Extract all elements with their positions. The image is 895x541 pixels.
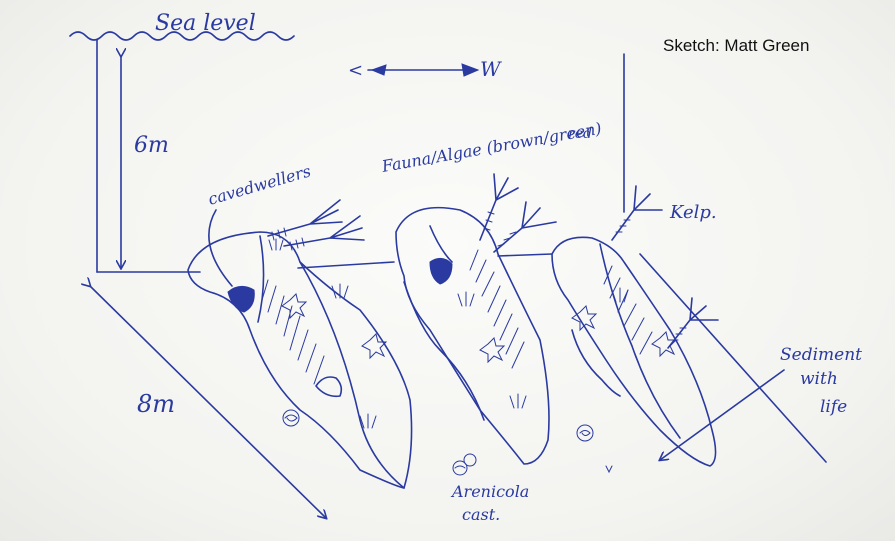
direction-arrow-left-head bbox=[372, 65, 386, 75]
arenicola-label-line1: Arenicola bbox=[450, 482, 529, 501]
ledge-connector-1 bbox=[298, 262, 394, 268]
length-arrow bbox=[90, 286, 326, 518]
ledge-1-cave bbox=[228, 286, 254, 312]
reef-ledge-1 bbox=[188, 232, 412, 488]
ledge-1-inner-line bbox=[258, 236, 264, 322]
ledge-connector-2 bbox=[498, 254, 552, 256]
ledge-3-dark-edge bbox=[572, 330, 620, 396]
kelp-fronds bbox=[268, 174, 718, 348]
fauna-algae-red-label: red bbox=[568, 126, 592, 142]
sea-level-label: Sea level bbox=[155, 11, 256, 36]
sediment-pointer bbox=[660, 370, 784, 460]
ledge-1-hatching bbox=[262, 280, 324, 384]
sketch-credit: Sketch: Matt Green bbox=[663, 36, 809, 56]
length-label: 8m bbox=[137, 390, 175, 418]
kelp-label: Kelp. bbox=[669, 202, 717, 223]
sediment-label-line1: Sediment bbox=[780, 345, 862, 365]
arenicola-label-line2: cast. bbox=[462, 505, 500, 524]
ledge-2-inner-line bbox=[430, 226, 452, 262]
sediment-label-line3: life bbox=[820, 397, 847, 417]
depth-label: 6m bbox=[134, 133, 169, 158]
seabed-mark bbox=[606, 466, 612, 472]
ledge-2-cave bbox=[430, 258, 452, 284]
direction-e-mark: < bbox=[348, 60, 363, 81]
seabed-rock bbox=[316, 377, 341, 396]
ledge-1-face-line bbox=[300, 262, 404, 488]
ledge-3-hatching bbox=[604, 266, 652, 354]
cave-dwellers-label: cavedwellers bbox=[206, 161, 313, 208]
ledge-2-hatching bbox=[470, 250, 524, 368]
sediment-label-line2: with bbox=[800, 369, 838, 389]
direction-arrow-right-head bbox=[462, 64, 478, 76]
cave-dwellers-pointer bbox=[209, 210, 232, 286]
direction-w-label: W bbox=[480, 57, 502, 81]
reef-ledge-2 bbox=[396, 208, 549, 464]
ledge-3-face-line bbox=[600, 244, 680, 438]
